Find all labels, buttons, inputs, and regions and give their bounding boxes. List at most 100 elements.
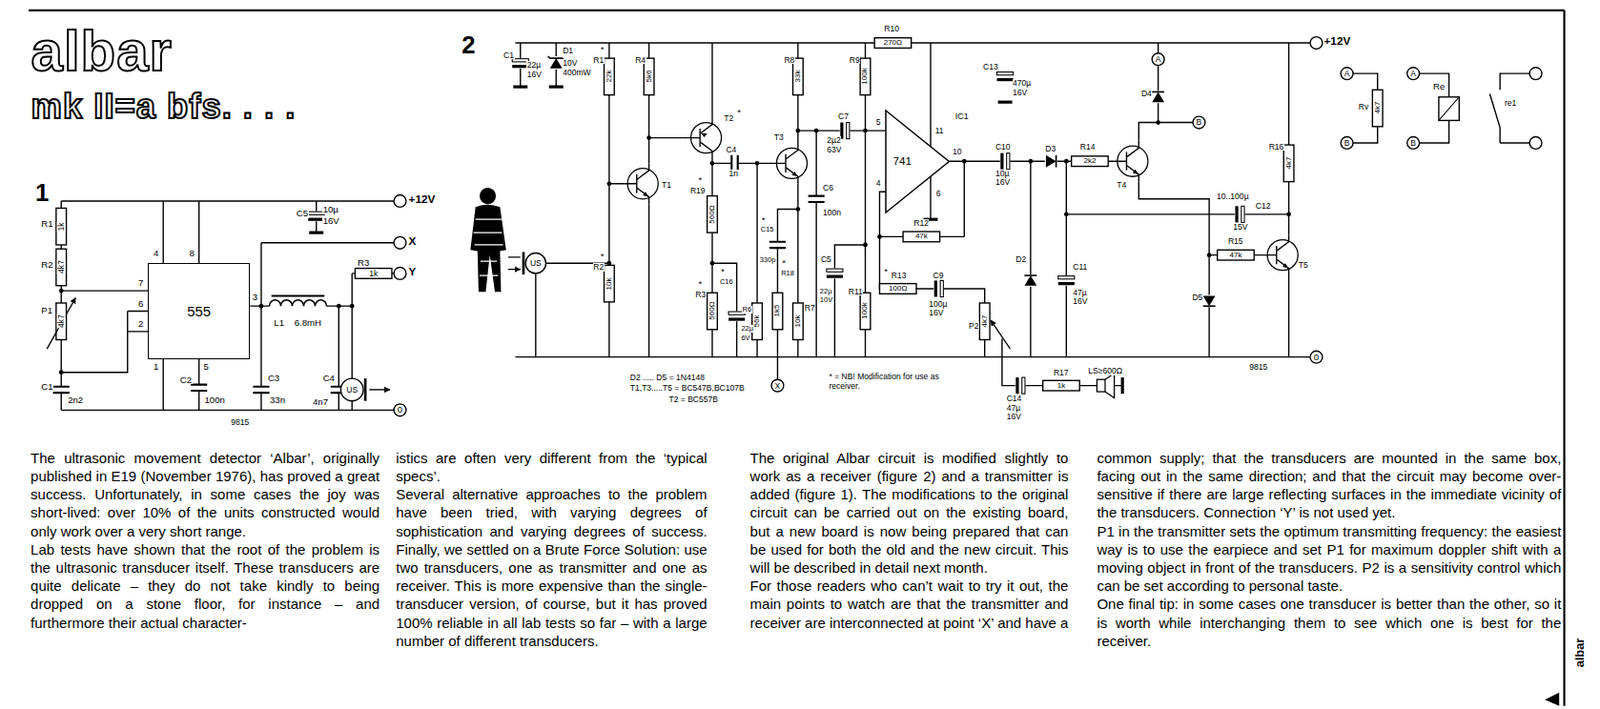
resistor-symbol <box>707 196 718 234</box>
resistor-symbol <box>752 303 763 341</box>
rect-shape <box>1096 379 1106 392</box>
schematic-label: C4 <box>322 373 335 384</box>
body-paragraph: Lab tests have shown that the root of th… <box>30 540 380 633</box>
schematic-label: mk II=a bfs. . . . <box>30 89 297 124</box>
schematic-label: R13 <box>890 271 907 281</box>
schematic-label: 1 <box>153 362 160 372</box>
schematic-label: Y <box>408 266 417 278</box>
schematic-label: +12V <box>1323 35 1352 47</box>
schematic-label: 10 <box>951 147 963 157</box>
schematic-label: 2µ2 <box>826 136 842 145</box>
schematic-label: 8 <box>188 248 195 259</box>
npn-transistor-symbol <box>1264 234 1298 276</box>
terminal-symbol <box>1529 137 1542 150</box>
electrolytic-capacitor-symbol <box>1057 275 1076 287</box>
electrolytic-capacitor-symbol <box>840 121 851 140</box>
path-shape <box>271 294 326 297</box>
junction-dot <box>59 369 64 375</box>
resistor-symbol <box>604 265 616 303</box>
schematic-label: C10 <box>994 143 1011 152</box>
schematic-label: * <box>883 266 889 277</box>
resistor-symbol <box>772 292 783 330</box>
schematic-label: 47µ <box>1005 404 1021 413</box>
schematic-label: US <box>346 386 359 395</box>
schematic-label: 1k5 <box>773 304 781 318</box>
schematic-label: 11 <box>934 126 944 136</box>
schematic-label: 4k7 <box>1285 156 1293 170</box>
schematic-label: * <box>737 107 742 118</box>
schematic-label: D2 <box>1015 255 1027 265</box>
schematic-label: R17 <box>1052 369 1069 378</box>
schematic-label: 15V <box>1232 223 1249 232</box>
terminal-symbol <box>393 236 407 249</box>
path-shape <box>1105 373 1123 399</box>
electrolytic-capacitor-symbol <box>825 268 844 280</box>
schematic-label: R6 <box>741 306 753 313</box>
schematic-label: 10k <box>605 277 614 291</box>
ic-box: 555 <box>147 263 250 360</box>
resistor-symbol <box>707 292 718 330</box>
schematic-label: C5 <box>820 255 832 265</box>
schematic-label: R3 <box>695 290 707 300</box>
schematic-label: R18 <box>780 269 796 277</box>
junction-dot <box>862 128 868 134</box>
schematic-label: 56k <box>753 314 761 329</box>
junction-dot <box>607 261 613 267</box>
diode-symbol <box>1045 154 1058 169</box>
junction-dot <box>796 128 801 134</box>
junction-dot <box>259 304 265 309</box>
schematic-label: A <box>1154 55 1162 64</box>
schematic-label: 10k <box>794 314 802 329</box>
schematic-label: B <box>1410 139 1417 148</box>
circle-shape <box>340 378 364 402</box>
schematic-label: R14 <box>1079 143 1096 152</box>
diode-symbol <box>1202 294 1217 308</box>
schematic-label: P1 <box>41 306 54 316</box>
resistor-symbol <box>604 58 616 96</box>
schematic-label: 100k <box>861 302 869 320</box>
schematic-label: 4k7 <box>57 314 66 329</box>
schematic-label: C14 <box>1005 394 1023 404</box>
schematic-label: C1 <box>503 51 515 61</box>
schematic-label: 560Ω <box>708 205 717 225</box>
schematic-label: 16V <box>928 308 944 318</box>
schematic-label: 10µ <box>322 205 339 215</box>
schematic-label: R7 <box>803 304 816 313</box>
schematic-label: R1 <box>41 219 54 229</box>
schematic-label: X <box>774 381 781 390</box>
path-shape <box>470 205 506 292</box>
resistor-symbol <box>354 268 392 280</box>
schematic-label: 4 <box>153 248 160 259</box>
schematic-label: 3 <box>251 292 258 303</box>
npn-transistor-symbol <box>624 163 658 205</box>
resistor-symbol <box>56 248 67 287</box>
schematic-label: 16V <box>526 70 542 80</box>
electrolytic-capacitor-symbol <box>1234 205 1246 224</box>
opamp-outline <box>885 110 949 213</box>
path-shape <box>990 320 1010 349</box>
circle-shape <box>525 253 546 274</box>
path-shape <box>514 42 1311 387</box>
schematic-label: 2 <box>137 319 144 329</box>
node-text: 555 <box>186 304 211 319</box>
schematic-label: B <box>1195 118 1203 127</box>
rect-shape <box>1438 97 1459 122</box>
text-column: The ultrasonic movement detector ‘Albar’… <box>30 449 380 633</box>
schematic-label: 47k <box>1229 251 1243 260</box>
junction-dot <box>349 304 355 309</box>
resistor-symbol <box>874 38 912 49</box>
schematic-label: 2n2 <box>67 395 84 406</box>
npn-transistor-symbol <box>1114 141 1149 183</box>
schematic-label: A <box>1343 69 1351 79</box>
schematic-label: Rv <box>1357 102 1369 112</box>
schematic-label: T1 <box>660 181 672 190</box>
circle-shape <box>479 187 496 205</box>
schematic-label: C7 <box>838 112 850 122</box>
schematic-label: R3 <box>357 258 370 268</box>
schematic-label: C11 <box>1072 263 1088 272</box>
path-shape <box>269 300 328 307</box>
terminal-symbol <box>1340 67 1354 81</box>
schematic-label: C9 <box>932 271 944 281</box>
schematic-label: R4 <box>635 56 647 65</box>
schematic-label: 10V <box>819 296 833 304</box>
